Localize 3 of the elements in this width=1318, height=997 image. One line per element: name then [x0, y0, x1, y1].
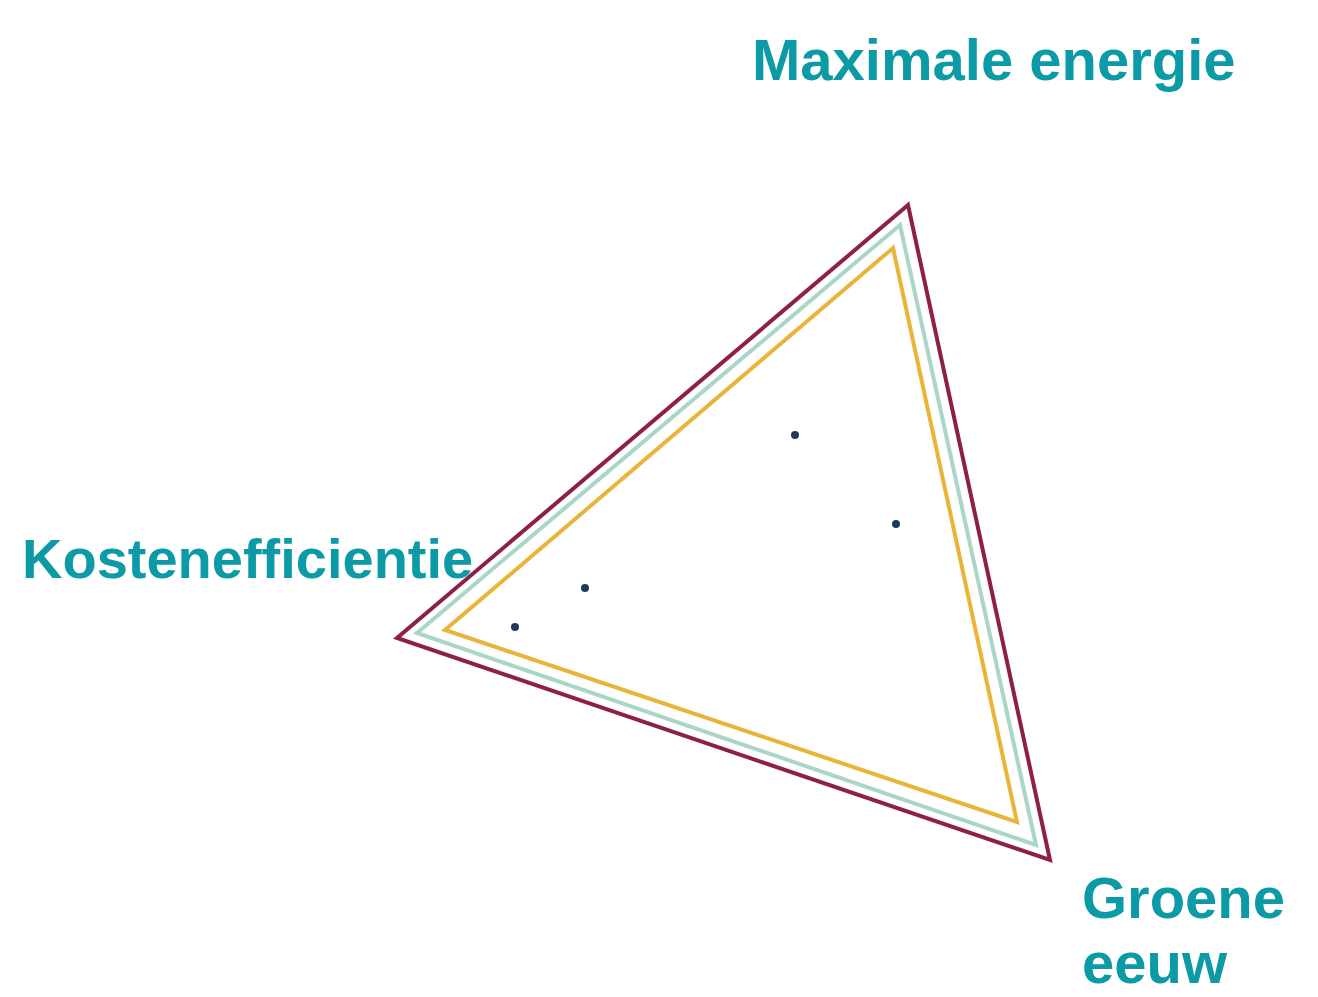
- corner-label: Kostenefficientie: [22, 528, 474, 591]
- corner-label: Maximale energie: [752, 28, 1236, 93]
- corner-label: Groene eeuw: [1082, 866, 1287, 996]
